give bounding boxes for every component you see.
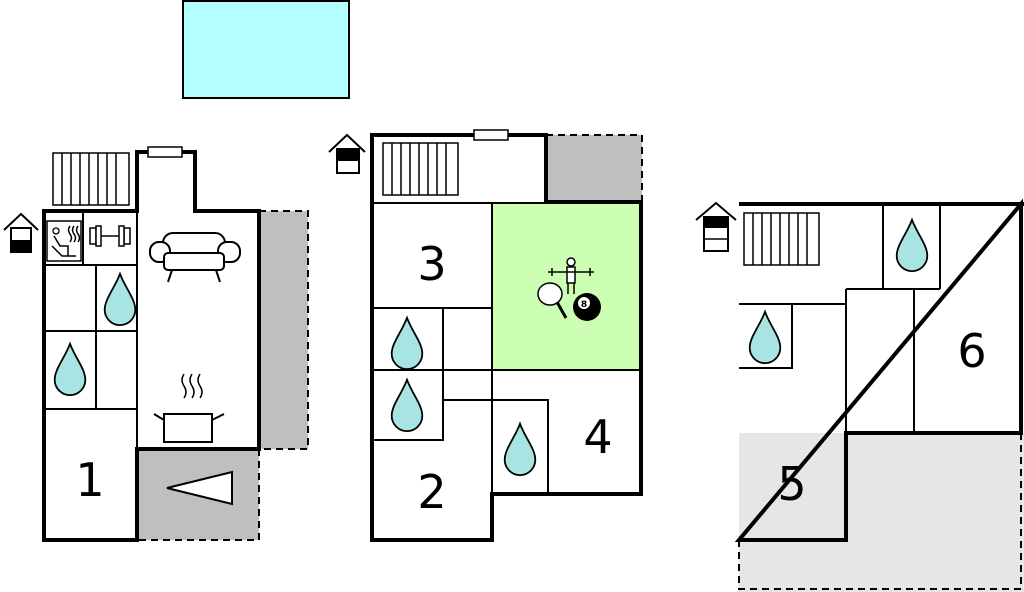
building-ground-floor: 1 bbox=[3, 146, 309, 542]
bathroom-drop-icon bbox=[53, 342, 87, 397]
room-number: 6 bbox=[957, 324, 986, 378]
garden-area bbox=[739, 433, 1024, 592]
bathroom-drop-icon bbox=[390, 378, 424, 433]
bathroom-drop-icon bbox=[748, 310, 782, 365]
room-number: 3 bbox=[417, 237, 446, 291]
building-second-floor: 6 5 bbox=[695, 198, 1024, 592]
bathroom-drop-icon bbox=[503, 422, 537, 477]
game-room bbox=[492, 203, 641, 369]
table-tennis-icon bbox=[537, 282, 568, 319]
stairs-icon bbox=[382, 142, 459, 196]
sofa-icon bbox=[149, 232, 241, 283]
window-icon bbox=[473, 129, 509, 141]
terrace-right bbox=[259, 211, 308, 449]
bathroom-drop-icon bbox=[103, 272, 137, 327]
foosball-icon bbox=[548, 257, 594, 294]
stairs-icon bbox=[52, 152, 130, 206]
house-level-icon bbox=[3, 212, 39, 253]
room-number: 2 bbox=[417, 465, 446, 519]
bathroom-drop-icon bbox=[895, 218, 929, 273]
house-level-icon bbox=[695, 201, 737, 252]
sauna-icon bbox=[46, 220, 82, 262]
svg-text:8: 8 bbox=[581, 300, 587, 310]
building-first-floor: 8 3 4 2 bbox=[328, 129, 643, 542]
stove-icon bbox=[153, 373, 225, 443]
window-icon bbox=[147, 146, 183, 158]
room-number: 5 bbox=[777, 457, 806, 511]
billiard-ball-icon: 8 bbox=[573, 293, 601, 321]
bathroom-drop-icon bbox=[390, 316, 424, 371]
room-number: 4 bbox=[583, 410, 612, 464]
entrance-arrow-icon bbox=[166, 470, 233, 506]
gym-icon bbox=[89, 225, 131, 247]
stairs-icon bbox=[743, 212, 820, 266]
room-number: 1 bbox=[75, 453, 104, 507]
pool bbox=[182, 0, 350, 99]
house-level-icon bbox=[328, 133, 366, 174]
terrace-top bbox=[546, 135, 642, 202]
